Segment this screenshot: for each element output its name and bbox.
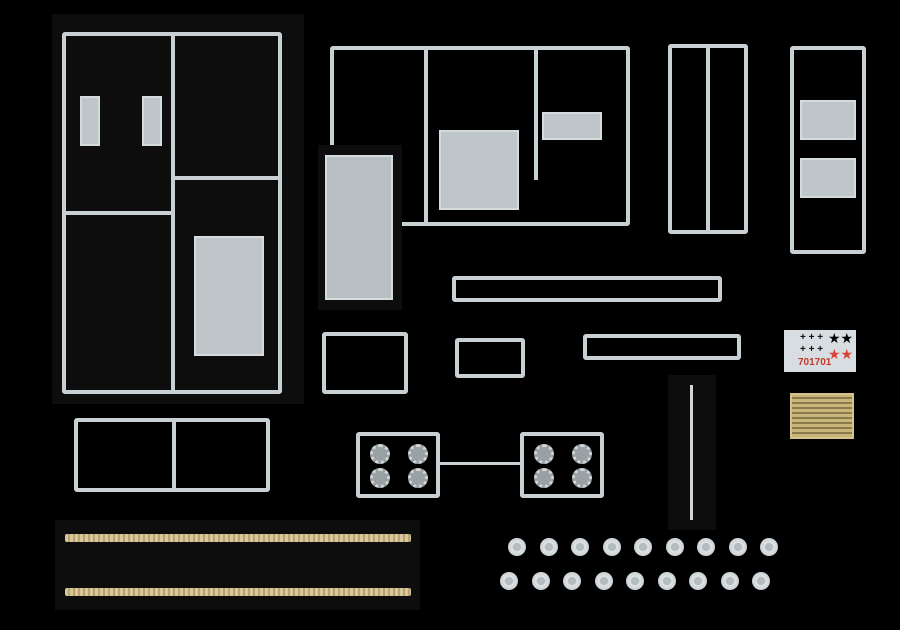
sprue-g bbox=[455, 338, 525, 378]
sprue-wheels-right bbox=[520, 432, 604, 498]
decal-number: 701701 bbox=[798, 357, 832, 368]
sprue-b bbox=[330, 46, 630, 226]
road-wheel bbox=[689, 572, 707, 590]
road-wheel bbox=[657, 572, 676, 590]
sprue-wheels-left bbox=[356, 432, 440, 498]
road-wheel bbox=[665, 538, 684, 556]
track-link-upper bbox=[65, 534, 411, 542]
sprue-h bbox=[583, 334, 741, 360]
road-wheel bbox=[697, 538, 715, 556]
road-wheel bbox=[539, 538, 558, 556]
road-wheel bbox=[626, 572, 644, 590]
sprue-i bbox=[74, 418, 270, 492]
photo-etch-fret bbox=[790, 393, 854, 439]
gun-barrel-rod bbox=[690, 385, 693, 520]
road-wheel bbox=[728, 538, 747, 556]
turret-part bbox=[439, 130, 519, 210]
road-wheel bbox=[602, 538, 621, 556]
sprue-e bbox=[452, 276, 722, 302]
sprue-c bbox=[668, 44, 748, 234]
road-wheel bbox=[563, 572, 581, 590]
sprue-a bbox=[62, 32, 282, 394]
star-red-icon: ★★ bbox=[828, 346, 854, 362]
road-wheel bbox=[571, 538, 589, 556]
road-wheel bbox=[752, 572, 770, 590]
road-wheel bbox=[508, 538, 526, 556]
sprue-f bbox=[322, 332, 408, 394]
road-wheel bbox=[634, 538, 652, 556]
sprue-d bbox=[790, 46, 866, 254]
star-grey-icon: ★★ bbox=[828, 330, 854, 346]
road-wheel bbox=[531, 572, 550, 590]
decal-sheet: + + + + + + ★★ ★★ 701701 bbox=[784, 330, 856, 372]
track-link-lower bbox=[65, 588, 411, 596]
road-wheel bbox=[760, 538, 778, 556]
hull-upper-part bbox=[325, 155, 393, 300]
road-wheel bbox=[500, 572, 518, 590]
road-wheel bbox=[594, 572, 613, 590]
hull-floor-part bbox=[194, 236, 264, 356]
road-wheel bbox=[720, 572, 739, 590]
